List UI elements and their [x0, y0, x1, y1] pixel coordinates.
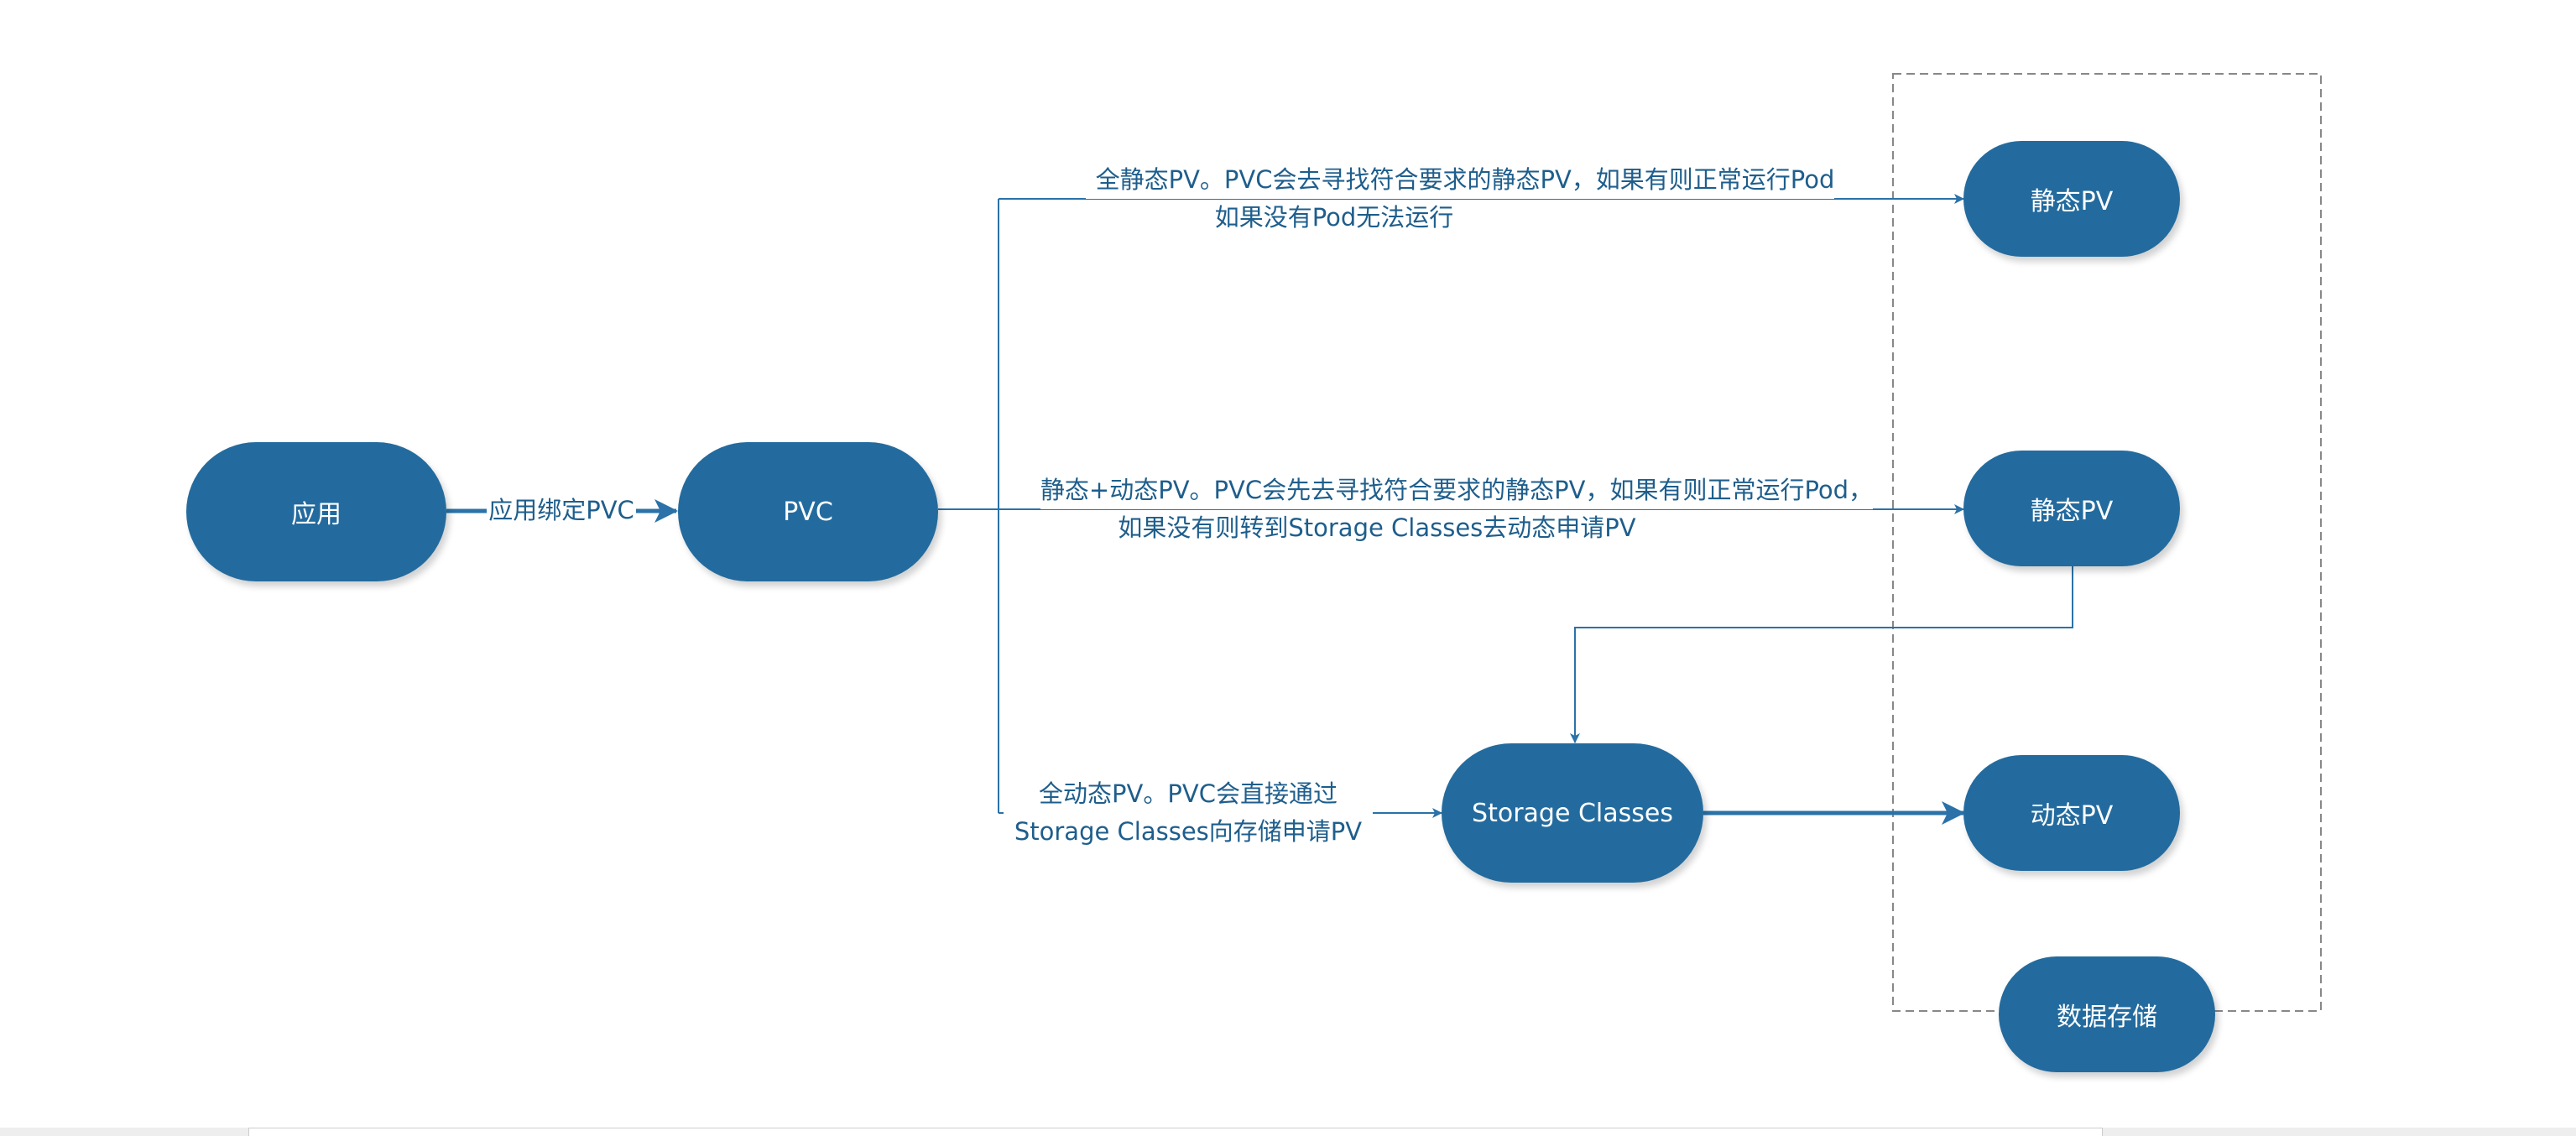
static-pv-1-node-label: 静态PV [2030, 187, 2114, 216]
edge-label-static-dynamic-line2: 如果没有则转到Storage Classes去动态申请PV [1118, 513, 1636, 542]
bottom-panel [248, 1128, 2103, 1136]
static-pv-2-node[interactable]: 静态PV [1963, 451, 2180, 566]
edge-label-full-static-line1: 全静态PV。PVC会去寻找符合要求的静态PV，如果有则正常运行Pod [1085, 161, 1835, 199]
edge-label-full-dynamic-line1: 全动态PV。PVC会直接通过 [1039, 779, 1338, 808]
edge-label-full-static-line2: 如果没有Pod无法运行 [1214, 203, 1454, 232]
dynamic-pv-node-label: 动态PV [2030, 801, 2114, 831]
edge-static-pv-2-to-storage-classes [1570, 566, 2073, 743]
edge-label-full-dynamic-line2: Storage Classes向存储申请PV [1014, 817, 1363, 846]
static-pv-1-node[interactable]: 静态PV [1963, 141, 2180, 257]
edge-label-static-dynamic-line1: 静态+动态PV。PVC会先去寻找符合要求的静态PV，如果有则正常运行Pod， [1040, 472, 1874, 509]
edge-label-app-to-pvc: 应用绑定PVC [487, 492, 636, 529]
app-node[interactable]: 应用 [186, 442, 446, 581]
data-storage-node[interactable]: 数据存储 [1999, 956, 2215, 1072]
edge-label-app-to-pvc-text: 应用绑定PVC [488, 496, 634, 524]
edge-label-full-static: 全静态PV。PVC会去寻找符合要求的静态PV，如果有则正常运行Pod 如果没有P… [999, 161, 1922, 237]
pvc-node-label: PVC [783, 497, 833, 527]
dynamic-pv-node[interactable]: 动态PV [1963, 755, 2180, 871]
edge-label-static-dynamic: 静态+动态PV。PVC会先去寻找符合要求的静态PV，如果有则正常运行Pod， 如… [1004, 472, 1910, 547]
static-pv-2-node-label: 静态PV [2030, 497, 2114, 526]
storage-classes-node[interactable]: Storage Classes [1442, 743, 1703, 883]
data-storage-node-label: 数据存储 [2057, 1003, 2157, 1032]
storage-classes-node-label: Storage Classes [1472, 798, 1673, 828]
app-node-label: 应用 [291, 500, 342, 529]
pvc-node[interactable]: PVC [678, 442, 938, 581]
edge-label-full-dynamic: 全动态PV。PVC会直接通过 Storage Classes向存储申请PV [1004, 775, 1373, 851]
